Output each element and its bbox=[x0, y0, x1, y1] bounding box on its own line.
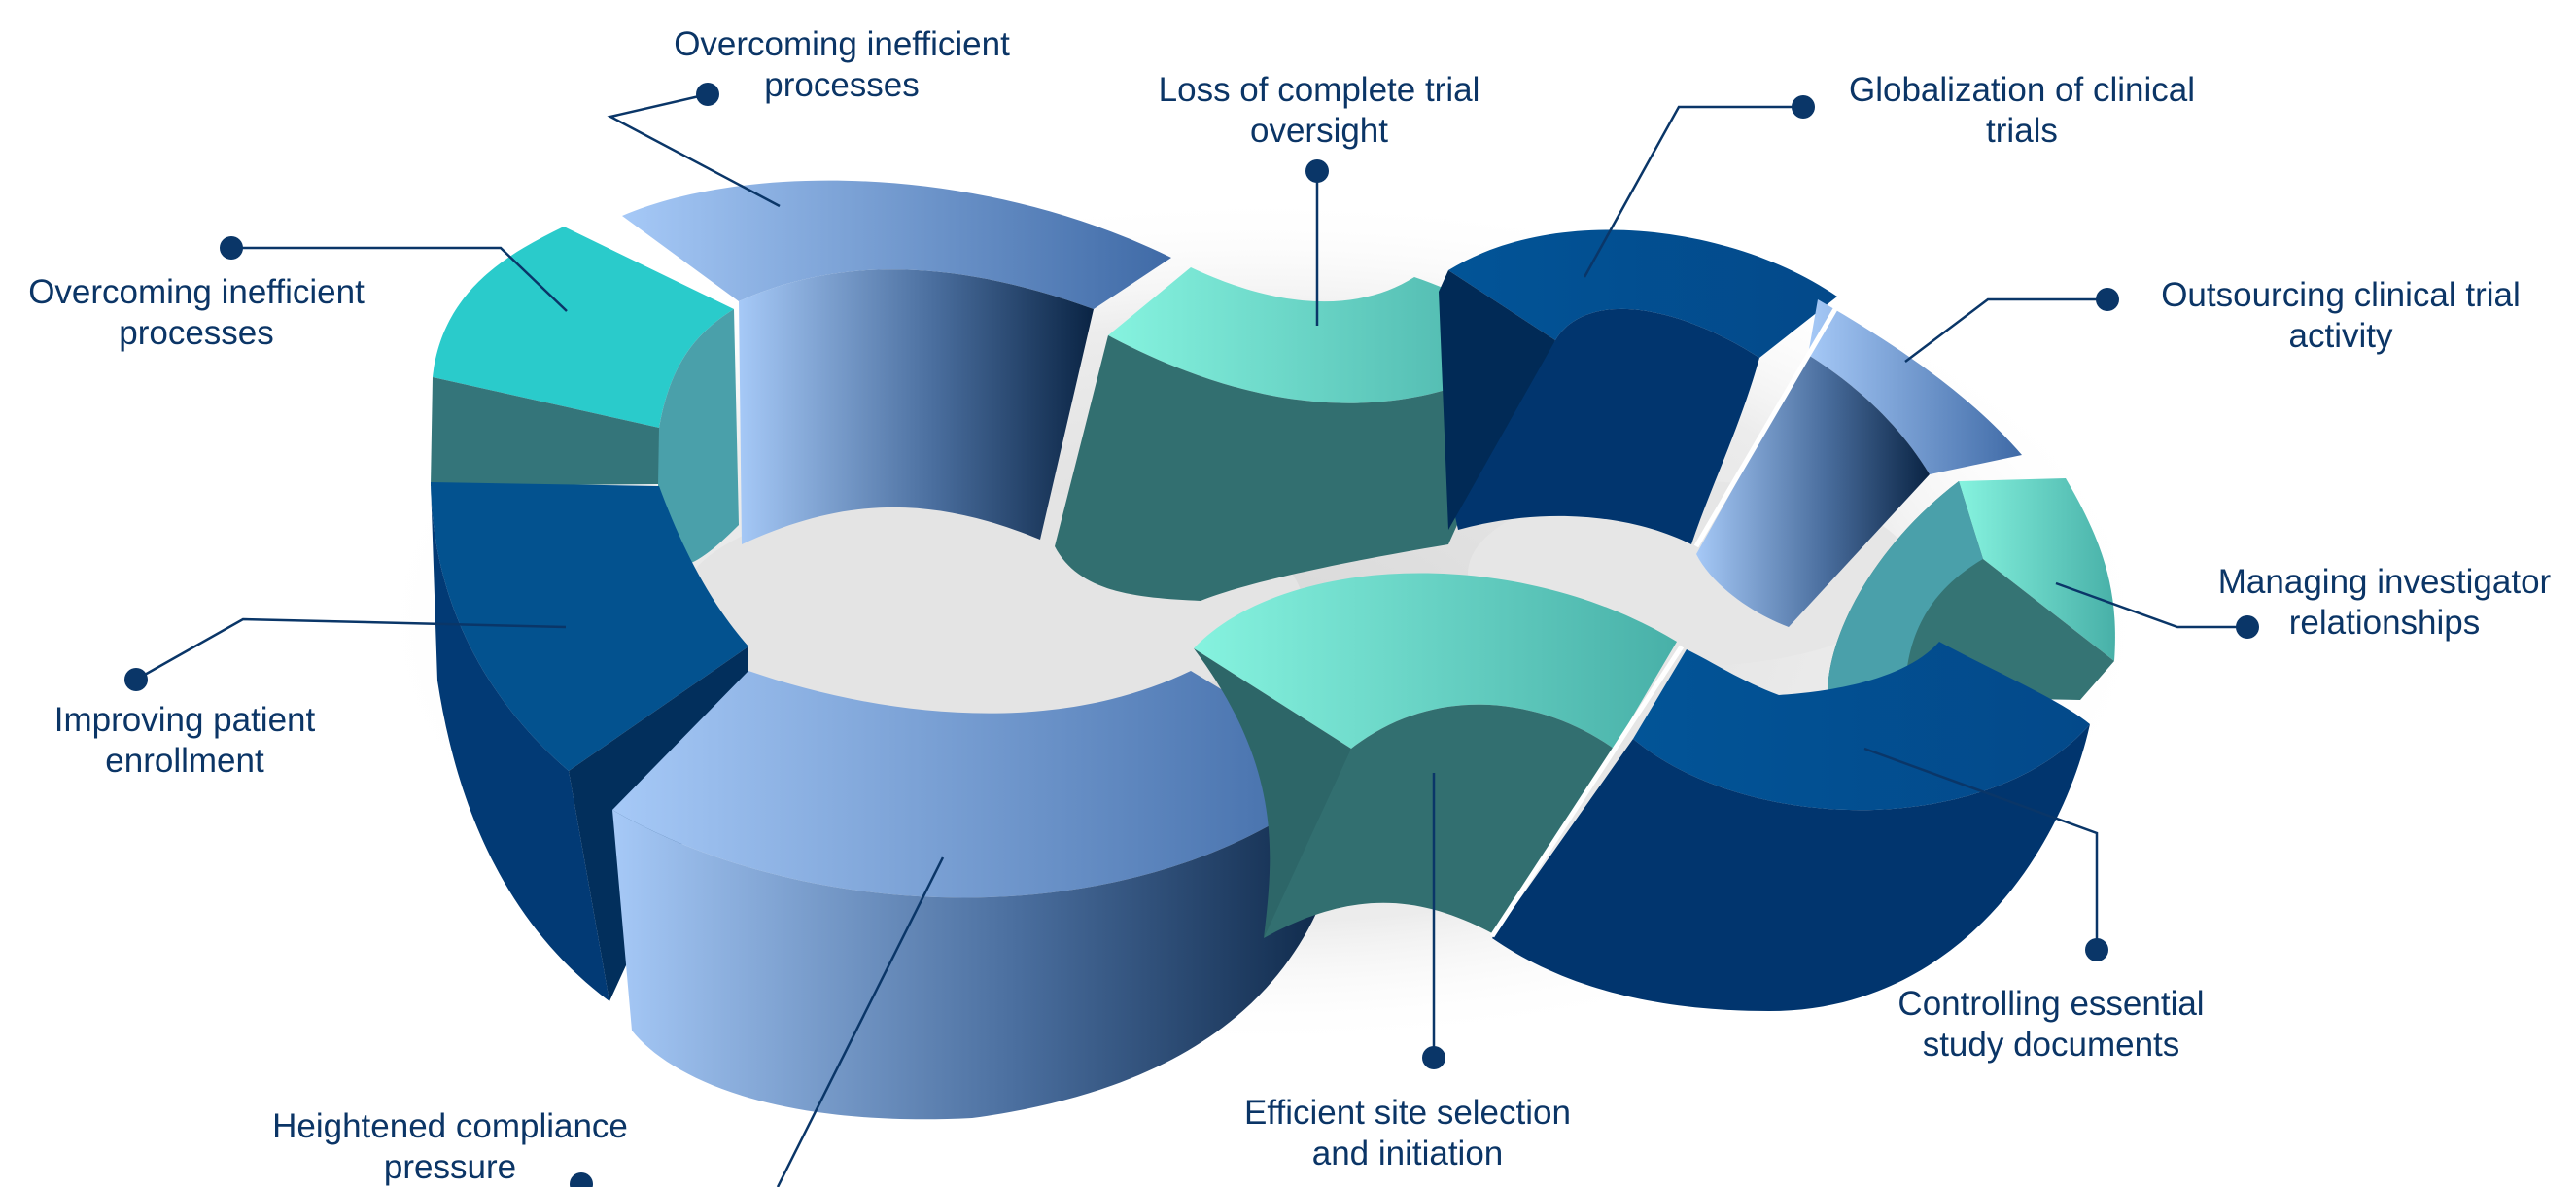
label-bottom-left: Heightened compliance pressure bbox=[272, 1106, 628, 1188]
label-line: Controlling essential bbox=[1897, 985, 2205, 1023]
segment-steel-right-face bbox=[1696, 355, 1930, 627]
leader-dot bbox=[2085, 938, 2108, 961]
segment-teal-middle bbox=[1194, 573, 1677, 749]
label-left-middle: Improving patient enrollment bbox=[54, 700, 315, 782]
label-top-left: Overcoming inefficient processes bbox=[674, 24, 1010, 106]
segment-navy-left-side bbox=[431, 482, 609, 1001]
label-line: Loss of complete trial bbox=[1158, 71, 1480, 109]
segment-teal-middle-edge bbox=[1194, 648, 1351, 938]
leader-dot bbox=[124, 668, 148, 691]
leader-line bbox=[135, 617, 567, 681]
label-line: and initiation bbox=[1311, 1135, 1504, 1172]
segment-cyan-side bbox=[431, 377, 659, 486]
label-bottom-center: Efficient site selection and initiation bbox=[1244, 1093, 1571, 1174]
leader-dot bbox=[2236, 615, 2259, 639]
leader-dot bbox=[220, 236, 243, 260]
segment-teal-right-inner bbox=[1828, 481, 1983, 695]
leader-line bbox=[2055, 581, 2247, 629]
label-line: Efficient site selection bbox=[1244, 1094, 1571, 1132]
leader-dot bbox=[1305, 159, 1329, 183]
label-line: processes bbox=[764, 66, 920, 104]
leader-dot bbox=[1792, 95, 1815, 119]
label-left-upper: Overcoming inefficient processes bbox=[28, 272, 365, 354]
separator bbox=[1693, 296, 1845, 548]
segment-cyan bbox=[433, 227, 734, 428]
label-line: study documents bbox=[1922, 1026, 2180, 1064]
label-top-center: Loss of complete trial oversight bbox=[1159, 70, 1480, 152]
leader-line bbox=[607, 92, 781, 208]
leader-line bbox=[1904, 297, 2107, 363]
label-right-middle: Managing investigator relationships bbox=[2218, 562, 2551, 644]
segment-navy-top-right-face bbox=[1448, 308, 1759, 544]
leader-dots bbox=[124, 83, 2259, 1187]
leader-line bbox=[776, 856, 945, 1187]
leader-dot bbox=[2096, 288, 2119, 311]
segment-teal-right bbox=[1959, 478, 2115, 661]
label-line: Managing investigator bbox=[2217, 563, 2552, 601]
segment-navy-top-right-edge bbox=[1439, 270, 1555, 530]
label-line: pressure bbox=[383, 1148, 517, 1186]
segment-steel-inner bbox=[739, 269, 1094, 544]
label-line: processes bbox=[119, 314, 274, 352]
leader-dot bbox=[1422, 1046, 1445, 1069]
leader-dot bbox=[570, 1172, 593, 1187]
segment-navy-right bbox=[1633, 642, 2090, 811]
segment-navy-left bbox=[431, 482, 748, 771]
label-line: Globalization of clinical bbox=[1848, 71, 2196, 109]
segment-navy-right-face bbox=[1492, 724, 2090, 1011]
label-line: Heightened compliance bbox=[272, 1107, 628, 1145]
leader-line bbox=[231, 246, 568, 312]
label-top-right: Globalization of clinical trials bbox=[1849, 70, 2195, 152]
label-right-upper: Outsourcing clinical trial activity bbox=[2161, 275, 2521, 357]
label-line: activity bbox=[2288, 317, 2393, 355]
label-line: Overcoming inefficient bbox=[28, 273, 365, 311]
leader-line bbox=[1863, 747, 2099, 950]
segment-steel-top bbox=[622, 180, 1171, 309]
label-line: oversight bbox=[1249, 112, 1389, 150]
segment-steel-bottom-face bbox=[612, 768, 1351, 1120]
label-right-lower: Controlling essential study documents bbox=[1897, 984, 2204, 1066]
segment-steel-bottom bbox=[612, 671, 1351, 898]
leader-line bbox=[1583, 105, 1803, 278]
segment-steel-right bbox=[1808, 299, 2022, 474]
segment-teal-top-face bbox=[1055, 335, 1536, 601]
label-line: Overcoming inefficient bbox=[674, 25, 1010, 63]
separator bbox=[1489, 645, 1685, 938]
leader-dot bbox=[696, 83, 719, 106]
segment-teal-middle-face bbox=[1264, 704, 1614, 938]
label-line: Improving patient bbox=[53, 701, 316, 739]
label-line: relationships bbox=[2288, 604, 2481, 642]
label-line: trials bbox=[1986, 112, 2058, 150]
segment-cyan-inner bbox=[657, 309, 739, 566]
label-line: Outsourcing clinical trial bbox=[2161, 276, 2521, 314]
segment-teal-top bbox=[1108, 267, 1536, 403]
segment-navy-top-right bbox=[1448, 229, 1837, 358]
label-line: enrollment bbox=[105, 742, 264, 780]
leader-lines bbox=[135, 92, 2247, 1187]
